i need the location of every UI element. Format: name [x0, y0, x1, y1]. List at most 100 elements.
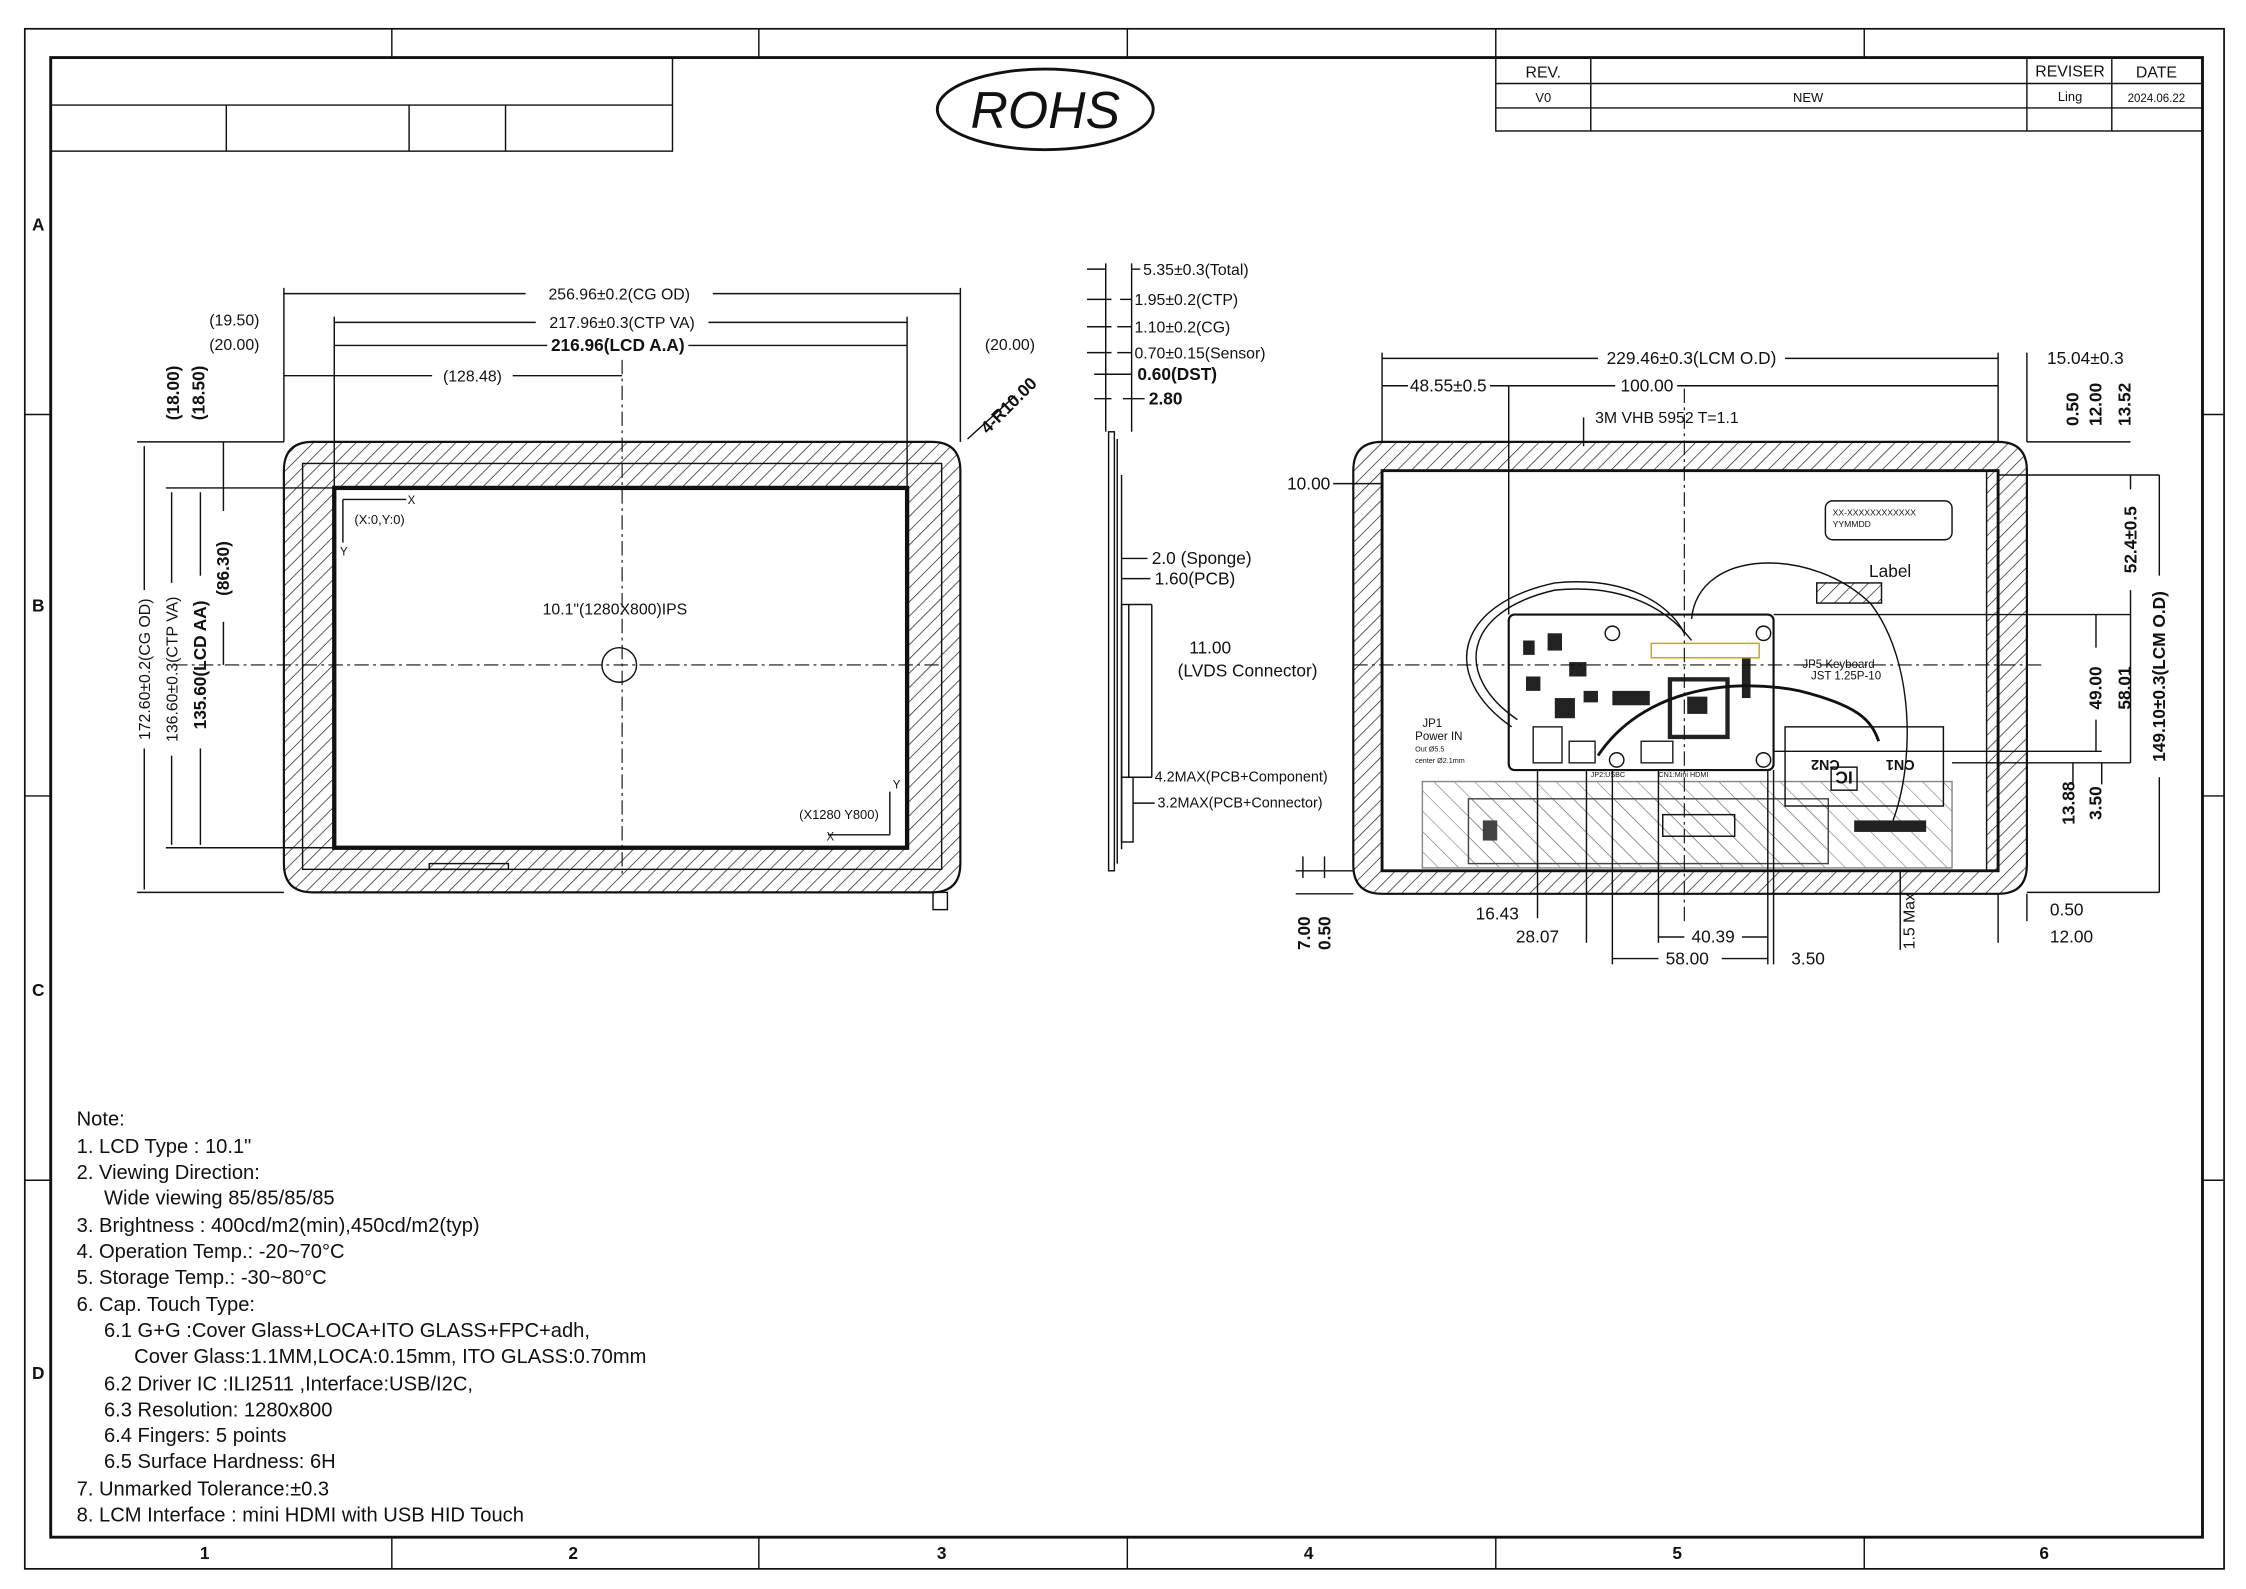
side-view: 5.35±0.3(Total) 1.95±0.2(CTP) 1.10±0.2(C…	[1087, 262, 1328, 872]
dim-ctp-va-width: 217.96±0.3(CTP VA)	[549, 315, 694, 332]
jp5-label: JP5 Keyboard	[1802, 659, 1874, 671]
dim-bottom-350: 3.50	[1791, 948, 1825, 968]
back-view: CN2 CN1 IC XX-XXXXXXXXXXXX YYMMDD Label	[1287, 348, 2169, 968]
dim-lcd-aa-width: 216.96(LCD A.A)	[551, 335, 685, 355]
note-1: 1. LCD Type : 10.1"	[77, 1136, 252, 1158]
end-axis-x: X	[827, 832, 835, 844]
dim-center-x: (128.48)	[443, 368, 502, 385]
jp1-label: JP1	[1422, 718, 1442, 730]
dim-bottom-left-050: 0.50	[1314, 916, 1334, 950]
dim-lvds-1100: 11.00	[1189, 637, 1231, 657]
note-6-1-detail: Cover Glass:1.1MM,LOCA:0.15mm, ITO GLASS…	[134, 1346, 646, 1368]
dim-right-1504: 15.04±0.3	[2047, 348, 2124, 368]
revision-table: REV. REVISER DATE V0 NEW Ling 2024.06.22	[1495, 56, 2204, 132]
jp1-power: Power IN	[1415, 731, 1462, 743]
dim-280: 2.80	[1149, 388, 1183, 408]
jp5-connector: JST 1.25P-10	[1811, 670, 1881, 682]
note-8: 8. LCM Interface : mini HDMI with USB HI…	[77, 1504, 524, 1526]
notes-heading: Note:	[77, 1109, 125, 1131]
cn1-hdmi-label: CN1:Mini HDMI	[1658, 770, 1708, 779]
dim-bottom-1643: 16.43	[1476, 904, 1519, 924]
reviser-value: Ling	[2058, 89, 2082, 104]
date-header: DATE	[2136, 65, 2177, 82]
label-caption: Label	[1869, 561, 1911, 581]
origin-axis-x: X	[408, 495, 416, 507]
reviser-header: REVISER	[2035, 63, 2105, 80]
zone-col-1: 1	[200, 1543, 210, 1563]
dim-left-2000: (20.00)	[209, 337, 259, 354]
dim-lvds-label: (LVDS Connector)	[1178, 660, 1318, 680]
zone-row-d: D	[32, 1363, 44, 1383]
note-6-4: 6.4 Fingers: 5 points	[104, 1425, 287, 1447]
note-4: 4. Operation Temp.: -20~70°C	[77, 1241, 345, 1263]
dim-height-5801: 58.01	[2115, 666, 2135, 710]
panel-label: 10.1"(1280X800)IPS	[543, 602, 688, 619]
zone-row-a: A	[32, 214, 45, 234]
dim-lcd-aa-height: 135.60(LCD AA)	[190, 601, 210, 730]
dim-r-1352: 13.52	[2115, 383, 2135, 426]
dim-bottom-5800: 58.00	[1666, 948, 1709, 968]
dim-bottom-2807: 28.07	[1516, 927, 1559, 947]
end-axis-y: Y	[893, 780, 901, 792]
jp1-out: Out Ø5.5	[1415, 744, 1444, 753]
dim-height-4900: 49.00	[2086, 666, 2106, 709]
dim-right-2000: (20.00)	[985, 337, 1035, 354]
dim-dst-thickness: 0.60(DST)	[1137, 364, 1217, 384]
ic-label: IC	[1835, 767, 1852, 787]
dim-left-1950: (19.50)	[209, 312, 259, 329]
notes: Note: 1. LCD Type : 10.1" 2. Viewing Dir…	[77, 1109, 647, 1527]
jp1-center: center Ø2.1mm	[1415, 756, 1465, 765]
zone-col-5: 5	[1672, 1543, 1682, 1563]
note-6-2: 6.2 Driver IC :ILI2511 ,Interface:USB/I2…	[104, 1373, 473, 1395]
jp2-label: JP2:USBC	[1591, 770, 1625, 779]
cn1-label: CN1	[1886, 756, 1915, 772]
dim-pcb-component: 4.2MAX(PCB+Component)	[1155, 770, 1328, 786]
dim-sponge: 2.0 (Sponge)	[1152, 548, 1252, 568]
dim-top-1800: (18.00)	[163, 366, 183, 421]
zone-row-b: B	[32, 596, 44, 616]
note-2: 2. Viewing Direction:	[77, 1162, 260, 1184]
zone-col-3: 3	[937, 1543, 947, 1563]
note-3: 3. Brightness : 400cd/m2(min),450cd/m2(t…	[77, 1215, 480, 1237]
dim-center-y: (86.30)	[213, 541, 233, 596]
dim-r-1200: 12.00	[2086, 383, 2106, 426]
dim-pcb: 1.60(PCB)	[1155, 568, 1236, 588]
label-line2: YYMMDD	[1833, 519, 1871, 529]
note-5: 5. Storage Temp.: -30~80°C	[77, 1267, 327, 1289]
dim-height-1388: 13.88	[2058, 781, 2078, 825]
end-label: (X1280 Y800)	[799, 807, 879, 822]
note-7: 7. Unmarked Tolerance:±0.3	[77, 1478, 330, 1500]
dim-cg-od-height: 172.60±0.2(CG OD)	[137, 599, 154, 741]
dim-ctp-va-height: 136.60±0.3(CTP VA)	[164, 597, 181, 742]
rev-header: REV.	[1526, 65, 1561, 82]
tape-label: 3M VHB 5952 T=1.1	[1595, 410, 1739, 427]
dim-cg-thickness: 1.10±0.2(CG)	[1135, 319, 1231, 336]
note-6-3: 6.3 Resolution: 1280x800	[104, 1399, 332, 1421]
note-6: 6. Cap. Touch Type:	[77, 1294, 255, 1316]
dim-height-524: 52.4±0.5	[2120, 506, 2140, 573]
sheet-frame: A B C D 1 2 3 4 5 6	[23, 27, 2225, 1570]
dim-cg-od-width: 256.96±0.2(CG OD)	[548, 286, 690, 303]
dim-left-4855: 48.55±0.5	[1410, 375, 1487, 395]
dim-r-050: 0.50	[2063, 392, 2083, 426]
dim-height-350: 3.50	[2086, 786, 2106, 820]
dim-width-100: 100.00	[1621, 375, 1674, 395]
date-value: 2024.06.22	[2128, 93, 2186, 105]
zone-col-4: 4	[1304, 1543, 1314, 1563]
zone-row-c: C	[32, 980, 44, 1000]
dim-top-1850: (18.50)	[189, 366, 209, 421]
dim-ctp-thickness: 1.95±0.2(CTP)	[1135, 292, 1239, 309]
label-line1: XX-XXXXXXXXXXXX	[1833, 507, 1917, 517]
note-6-5: 6.5 Surface Hardness: 6H	[104, 1451, 336, 1473]
zone-col-6: 6	[2039, 1543, 2049, 1563]
dim-bottom-4039: 40.39	[1692, 927, 1735, 947]
zone-col-2: 2	[568, 1543, 578, 1563]
dim-total-thickness: 5.35±0.3(Total)	[1143, 262, 1248, 279]
title-block-left	[49, 56, 674, 152]
svg-text:ROHS: ROHS	[970, 81, 1120, 139]
dim-left-1000: 10.00	[1287, 473, 1330, 493]
note-2-detail: Wide viewing 85/85/85/85	[104, 1188, 335, 1210]
origin-axis-y: Y	[340, 547, 348, 559]
dim-sensor-thickness: 0.70±0.15(Sensor)	[1135, 345, 1266, 362]
